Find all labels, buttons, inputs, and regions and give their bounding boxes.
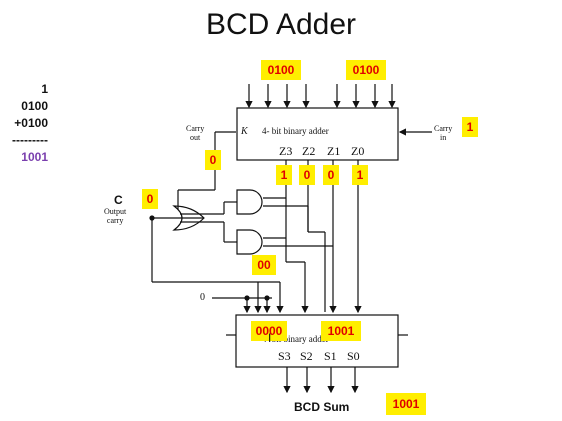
- highlight-input-b: 0100: [346, 60, 386, 80]
- and-gate-upper: [236, 189, 263, 215]
- bcd-sum-label: BCD Sum: [294, 400, 350, 414]
- highlight-z2: 0: [299, 165, 315, 185]
- z3-label: Z3: [279, 144, 293, 158]
- calc-operand-b: +0100: [14, 116, 48, 130]
- highlight-bottom-sum: 1001: [321, 321, 361, 341]
- output-carry-word-1: Output: [104, 207, 127, 216]
- z1-label: Z1: [327, 144, 341, 158]
- bottom-adder-label: 4- bit binary adder: [262, 334, 329, 344]
- highlight-z3: 1: [276, 165, 292, 185]
- output-carry-letter: C: [114, 193, 123, 207]
- calc-divider: ---------: [12, 133, 48, 147]
- carry-out-word-1: Carry: [186, 124, 205, 133]
- text-cursor-icon: I: [268, 331, 272, 345]
- highlight-carry-out: 0: [205, 150, 221, 170]
- highlight-carry-in: 1: [462, 117, 478, 137]
- zero-input-label: 0: [200, 292, 205, 303]
- k-label: K: [241, 126, 248, 137]
- top-adder-box: [236, 107, 399, 161]
- highlight-input-a: 0100: [261, 60, 301, 80]
- bottom-adder-box: [235, 314, 399, 368]
- calc-result: 1001: [21, 150, 48, 164]
- calc-carry: 1: [41, 82, 48, 96]
- and-gate-lower: [236, 229, 263, 255]
- carry-out-word-2: out: [189, 133, 201, 142]
- highlight-z0: 1: [352, 165, 368, 185]
- carry-out-label: Carry out: [186, 124, 204, 142]
- z0-label: Z0: [351, 144, 365, 158]
- highlight-bcd-sum: 1001: [386, 393, 426, 415]
- page-title: BCD Adder: [205, 8, 357, 41]
- carry-in-word-1: Carry: [434, 124, 453, 133]
- s1-label: S1: [324, 349, 337, 363]
- z2-label: Z2: [302, 144, 316, 158]
- output-carry-label: Output carry: [104, 207, 126, 225]
- calc-operand-a: 0100: [21, 99, 48, 113]
- highlight-correction: 00: [252, 255, 276, 275]
- carry-in-label: Carry in: [434, 124, 452, 142]
- s3-label: S3: [278, 349, 291, 363]
- s2-label: S2: [300, 349, 313, 363]
- output-carry-word-2: carry: [106, 216, 124, 225]
- s0-label: S0: [347, 349, 360, 363]
- top-adder-label: 4- bit binary adder: [262, 126, 329, 136]
- highlight-z1: 0: [323, 165, 339, 185]
- highlight-output-carry: 0: [142, 189, 158, 209]
- highlight-bottom-input: 0000: [251, 321, 287, 341]
- carry-in-word-2: in: [439, 133, 447, 142]
